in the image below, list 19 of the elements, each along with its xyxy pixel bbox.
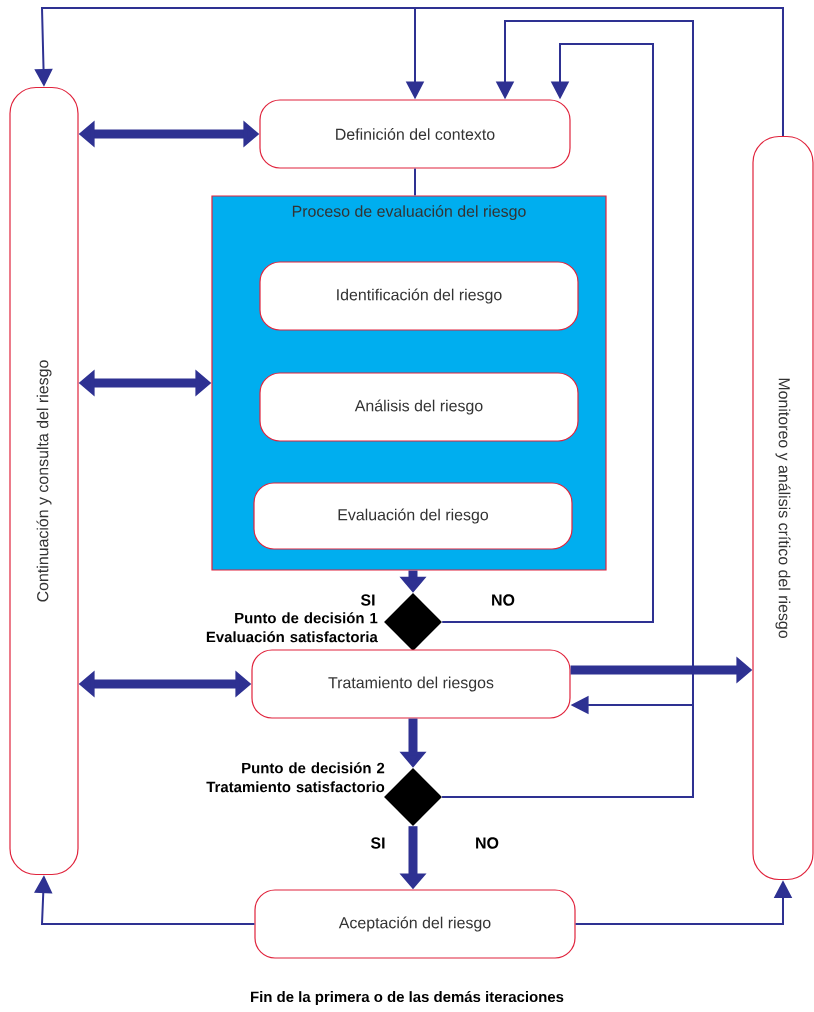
rounded-box: Evaluación del riesgo [253, 482, 573, 550]
rounded-box: Continuación y consulta del riesgo [9, 86, 79, 876]
branch-label: SI [360, 594, 375, 606]
decision-diamond [384, 768, 442, 826]
rounded-box: Definición del contexto [259, 99, 571, 169]
decision-note: Punto de decisión 1 Evaluación satisfactoria [206, 612, 378, 643]
caption-text: Fin de la primera o de las demás iteraciones [251, 991, 564, 1006]
rounded-box: Tratamiento del riesgos [251, 649, 571, 719]
branch-label: SI [370, 837, 385, 849]
rounded-box: Aceptación del riesgo [254, 889, 576, 959]
rounded-box: Identificación del riesgo [259, 261, 579, 331]
branch-label: NO [492, 594, 515, 606]
decision-note: Punto de decisión 2 Tratamiento satisfactorio [206, 762, 385, 793]
branch-label: NO [476, 837, 499, 849]
rounded-box: Monitoreo y análisis crítico del riesgo [752, 135, 814, 881]
arrow [441, 43, 654, 623]
arrow [441, 20, 694, 798]
decision-diamond [384, 593, 442, 651]
rounded-box: Análisis del riesgo [259, 372, 579, 442]
